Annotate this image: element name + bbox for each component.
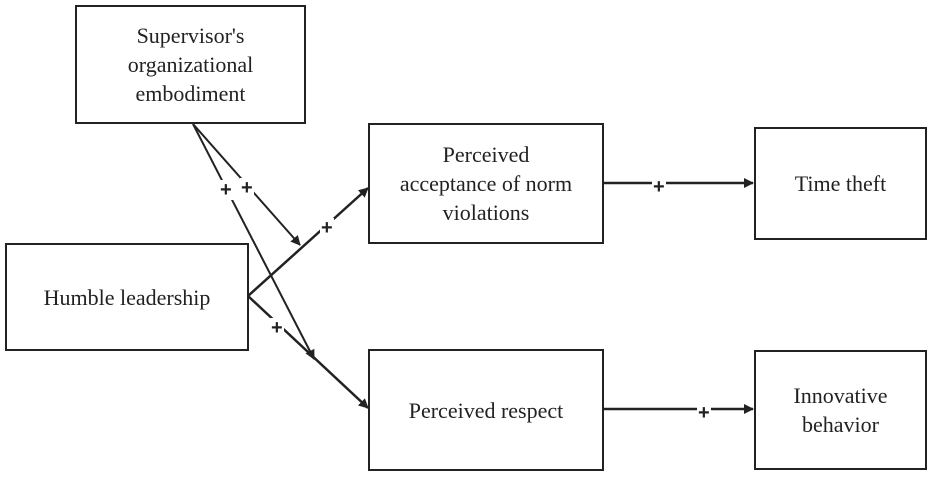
node-supervisor: Supervisor's organizational embodiment <box>75 5 306 124</box>
sign-acceptance-to-time-theft: + <box>652 176 666 198</box>
sign-moderator-upper: + <box>219 179 233 201</box>
node-humble-leadership: Humble leadership <box>5 243 249 351</box>
arrow-moderator-to-lower-path <box>192 123 315 360</box>
sign-humble-to-acceptance: + <box>320 217 334 239</box>
node-innovative-behavior: Innovative behavior <box>754 350 927 470</box>
node-acceptance: Perceived acceptance of norm violations <box>368 123 604 244</box>
sign-humble-to-respect: + <box>270 317 284 339</box>
sign-moderator-lower: + <box>240 177 254 199</box>
sign-respect-to-innovative: + <box>697 402 711 424</box>
arrow-humble-to-respect <box>247 295 369 409</box>
node-respect: Perceived respect <box>368 349 604 471</box>
node-time-theft: Time theft <box>754 127 927 240</box>
arrow-humble-to-acceptance <box>247 187 369 297</box>
